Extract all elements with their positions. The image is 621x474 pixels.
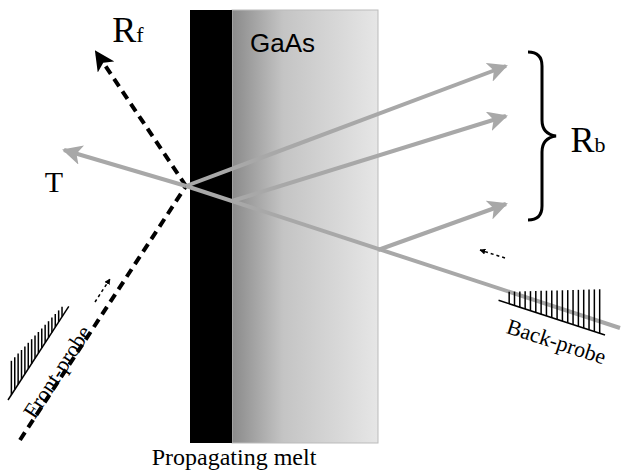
brace xyxy=(528,52,556,220)
pulse-tick xyxy=(21,350,23,379)
pulse-tick xyxy=(524,291,526,309)
pulse-tick xyxy=(530,291,532,311)
pulse-tick xyxy=(519,291,521,307)
beam-label: Rb xyxy=(570,122,605,158)
back-reflection-beam xyxy=(186,66,506,186)
pulse-tick xyxy=(41,328,43,348)
pulse-tick xyxy=(562,290,564,321)
pulse-tick xyxy=(34,336,36,359)
probe-label: Back-probe xyxy=(504,316,608,369)
pulse-tick xyxy=(567,290,569,323)
pulse-tick xyxy=(48,321,50,337)
melt-layer xyxy=(190,10,232,443)
back-reflection-beam xyxy=(378,204,506,250)
melt-arrow xyxy=(204,413,228,415)
pulse-tick xyxy=(546,291,548,316)
pulse-tick xyxy=(28,343,30,369)
pulse-tick xyxy=(61,307,63,317)
direction-arrow xyxy=(480,250,505,258)
beam-label: Rf xyxy=(112,12,143,48)
pulse-tick xyxy=(44,325,46,343)
pulse-tick xyxy=(588,290,590,330)
pulse-tick xyxy=(24,346,26,374)
front-reflection-beam xyxy=(96,52,186,186)
front-probe-beam xyxy=(20,186,186,440)
transmitted-beam xyxy=(64,150,186,186)
material-name: GaAs xyxy=(250,28,360,59)
direction-arrow xyxy=(95,279,110,302)
pulse-tick xyxy=(556,290,558,319)
pulse-tick xyxy=(599,289,601,333)
pulse-tick xyxy=(14,357,16,389)
pulse-tick xyxy=(572,290,574,325)
back-reflection-beam xyxy=(232,116,506,201)
pulse-tick xyxy=(17,354,19,385)
pulse-tick xyxy=(594,289,596,331)
pulse-tick xyxy=(38,332,40,353)
material-slab: GaAs xyxy=(232,10,378,443)
pulse-tick xyxy=(55,314,57,327)
probe-label: Front-probe xyxy=(20,322,96,422)
pulse-tick xyxy=(51,318,53,333)
pulse-tick xyxy=(583,290,585,328)
pulse-tick xyxy=(508,292,510,304)
back-probe-beam xyxy=(186,186,620,328)
pulse-tick xyxy=(535,291,537,312)
pulse-tick xyxy=(58,310,60,322)
beam-label: T xyxy=(45,167,63,197)
pulse-tick xyxy=(540,291,542,314)
pulse-tick xyxy=(578,290,580,326)
pulse-tick xyxy=(31,339,33,363)
pulse-tick xyxy=(11,361,13,395)
pulse-tick xyxy=(551,291,553,318)
pulse-tick xyxy=(514,292,516,306)
caption-label: Propagating melt xyxy=(152,445,317,469)
